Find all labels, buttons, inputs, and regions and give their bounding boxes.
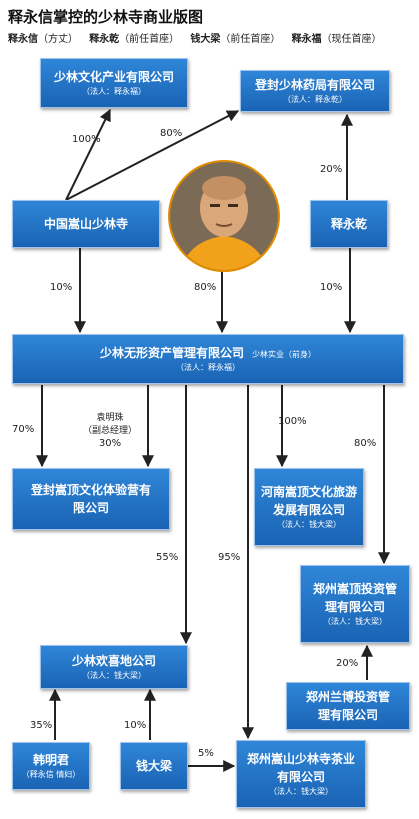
pct-qian-chaye: 5%	[198, 748, 214, 759]
shareholder-yuan-name: 袁明珠	[96, 413, 124, 423]
shareholder-yuan-role: （副总经理）	[82, 425, 137, 436]
person-4: 释永福（现任首座）	[291, 34, 382, 45]
node-tiyan-name: 登封嵩顶文化体验营有限公司	[31, 483, 152, 515]
page-title: 释永信掌控的少林寺商业版图	[8, 8, 204, 26]
node-huanxi-name: 少林欢喜地公司	[71, 654, 156, 668]
pct-wuxing-touzi: 80%	[354, 438, 377, 449]
pct-lanbo-touzi: 20%	[336, 658, 359, 669]
node-tiyan[interactable]: 登封嵩顶文化体验营有限公司	[12, 468, 170, 530]
node-songshan[interactable]: 中国嵩山少林寺	[12, 200, 160, 248]
pct-yongxin-wuxing: 80%	[194, 282, 217, 293]
node-touzi-legal: （法人：钱大梁）	[323, 617, 387, 626]
node-yongqian[interactable]: 释永乾	[310, 200, 388, 248]
pct-songshan-wenhua: 100%	[72, 134, 101, 145]
person-1: 释永信（方丈）	[8, 34, 78, 45]
node-yaoju-legal: （法人：释永乾）	[283, 95, 347, 104]
pct-yongqian-yaoju: 20%	[320, 164, 343, 175]
node-wenhua-name: 少林文化产业有限公司	[53, 70, 174, 84]
person-3: 钱大梁（前任首座）	[190, 34, 281, 45]
pct-wuxing-chaye: 95%	[218, 552, 241, 563]
node-hanmingjun-name: 韩明君	[32, 753, 69, 767]
pct-wuxing-lvyou: 100%	[278, 416, 307, 427]
node-wuxing-name: 少林无形资产管理有限公司	[99, 346, 244, 360]
node-lanbo-name: 郑州兰博投资管理有限公司	[305, 690, 390, 722]
node-huanxi-legal: （法人：钱大梁）	[82, 671, 146, 680]
pct-songshan-wuxing: 10%	[50, 282, 73, 293]
node-lvyou-name: 河南嵩顶文化旅游发展有限公司	[261, 485, 358, 517]
pct-wuxing-huanxi: 55%	[156, 552, 179, 563]
person-2: 释永乾（前任首座）	[89, 34, 180, 45]
node-chaye[interactable]: 郑州嵩山少林寺茶业有限公司 （法人：钱大梁）	[236, 740, 366, 808]
node-yongqian-name: 释永乾	[330, 217, 367, 231]
node-wenhua[interactable]: 少林文化产业有限公司 （法人：释永福）	[40, 58, 188, 108]
pct-qian-huanxi: 10%	[124, 720, 147, 731]
node-wuxing-note: 少林实业（前身）	[252, 350, 316, 359]
node-qiandaliang[interactable]: 钱大梁	[120, 742, 188, 790]
node-wuxing-legal: （法人：释永福）	[176, 363, 240, 372]
node-qiandaliang-name: 钱大梁	[135, 759, 172, 773]
portrait-icon	[170, 162, 278, 270]
node-lvyou-legal: （法人：钱大梁）	[277, 520, 341, 529]
edge-songshan-yaoju	[65, 110, 240, 201]
node-lanbo[interactable]: 郑州兰博投资管理有限公司	[286, 682, 410, 730]
node-huanxi[interactable]: 少林欢喜地公司 （法人：钱大梁）	[40, 645, 188, 689]
node-hanmingjun[interactable]: 韩明君 （释永信 情妇）	[12, 742, 90, 790]
node-yaoju[interactable]: 登封少林药局有限公司 （法人：释永乾）	[240, 70, 390, 112]
node-songshan-name: 中国嵩山少林寺	[43, 217, 128, 231]
shareholder-yuan: 袁明珠 （副总经理） 30%	[80, 412, 140, 451]
pct-han-huanxi: 35%	[30, 720, 53, 731]
pct-yuan-tiyan: 30%	[98, 438, 122, 450]
edge-songshan-wenhua	[65, 108, 111, 201]
node-chaye-name: 郑州嵩山少林寺茶业有限公司	[246, 752, 355, 784]
node-wenhua-legal: （法人：释永福）	[82, 87, 146, 96]
node-chaye-legal: （法人：钱大梁）	[269, 787, 333, 796]
pct-yongqian-wuxing: 10%	[320, 282, 343, 293]
node-lvyou[interactable]: 河南嵩顶文化旅游发展有限公司 （法人：钱大梁）	[254, 468, 364, 546]
node-wuxing[interactable]: 少林无形资产管理有限公司 少林实业（前身） （法人：释永福）	[12, 334, 404, 384]
node-touzi-name: 郑州嵩顶投资管理有限公司	[312, 582, 397, 614]
node-hanmingjun-note: （释永信 情妇）	[21, 770, 81, 779]
node-yaoju-name: 登封少林药局有限公司	[254, 78, 375, 92]
node-wuxing-header: 少林无形资产管理有限公司 少林实业（前身）	[100, 344, 316, 362]
portrait-photo	[168, 160, 280, 272]
people-legend: 释永信（方丈） 释永乾（前任首座） 钱大梁（前任首座） 释永福（现任首座）	[8, 30, 390, 45]
node-touzi[interactable]: 郑州嵩顶投资管理有限公司 （法人：钱大梁）	[300, 565, 410, 643]
pct-songshan-yaoju: 80%	[160, 128, 183, 139]
pct-wuxing-tiyan: 70%	[12, 424, 35, 435]
